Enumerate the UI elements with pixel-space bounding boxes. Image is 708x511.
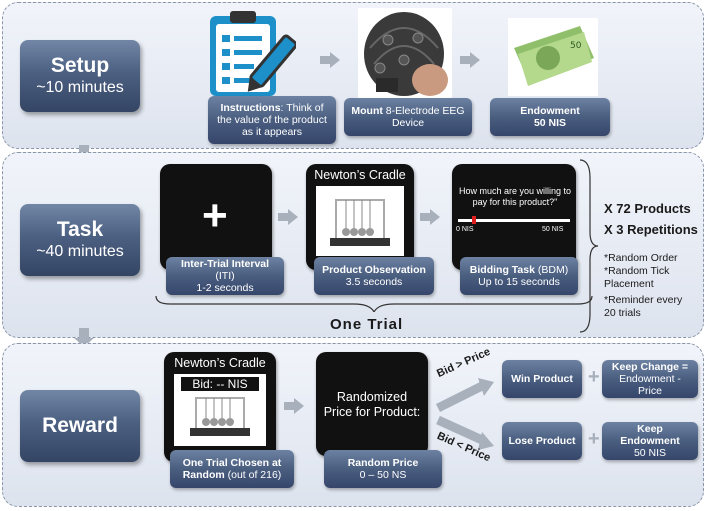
products-count: X 72 Products [604, 201, 691, 216]
keep-endowment-title: Keep Endowment [620, 423, 680, 447]
chosen-trial-label: One Trial Chosen at Random [182, 457, 282, 481]
reward-title: Reward [42, 414, 118, 437]
bidding-abbr: (BDM) [534, 264, 569, 276]
one-trial-bracket [154, 295, 594, 314]
iti-caption: Inter-Trial Interval (ITI) 1-2 seconds [166, 257, 284, 295]
instructions-caption: Instructions: Think of the value of the … [208, 96, 336, 144]
keep-endowment-value: 50 NIS [633, 447, 667, 459]
mount-caption: Mount 8-Electrode EEG Device [344, 98, 472, 136]
random-price-caption: Random Price 0 – 50 NS [324, 450, 442, 488]
setup-stage-box: Setup ~10 minutes [20, 40, 140, 112]
setup-duration: ~10 minutes [36, 79, 124, 96]
plus-icon: + [588, 366, 600, 388]
plus-icon: + [588, 428, 600, 450]
lose-product-box: Lose Product [502, 422, 582, 460]
iti-abbr: (ITI) [215, 270, 235, 282]
newtons-cradle-image [316, 186, 404, 256]
banknote-image: 50 [508, 18, 598, 96]
keep-change-title: Keep Change = [611, 361, 689, 373]
price-screen-text: Randomized Price for Product: [323, 390, 421, 419]
bidding-screen: How much are you willing to pay for this… [452, 164, 576, 270]
arrow-right-icon [320, 52, 340, 68]
bidding-time: Up to 15 seconds [478, 276, 560, 288]
note-random-order: *Random Order [604, 252, 678, 264]
observation-time: 3.5 seconds [345, 276, 403, 288]
bid-scale-line [458, 219, 570, 222]
repetition-brace [578, 158, 599, 334]
setup-title: Setup [50, 54, 110, 77]
fixation-cross-icon: + [202, 191, 228, 240]
instructions-label: Instructions [220, 102, 281, 114]
iti-label: Inter-Trial Interval [180, 258, 270, 270]
note-random-tick: *Random Tick Placement [604, 265, 670, 290]
arrow-right-icon [420, 209, 440, 225]
mount-label: Mount [351, 105, 383, 117]
scale-max-label: 50 NIS [542, 226, 564, 233]
arrow-right-icon [460, 52, 480, 68]
chosen-trial-count: (out of 216) [224, 469, 282, 481]
mount-text: 8-Electrode EEG Device [382, 105, 465, 129]
eeg-headset-image [358, 8, 452, 100]
chosen-trial-caption: One Trial Chosen at Random (out of 216) [170, 450, 294, 488]
bid-display: Bid: -- NIS [180, 376, 260, 392]
observation-label: Product Observation [322, 264, 426, 276]
one-trial-label: One Trial [330, 316, 404, 333]
keep-change-formula: Endowment - Price [619, 373, 681, 397]
clipboard-icon [200, 8, 298, 100]
scale-min-label: 0 NIS [456, 226, 474, 233]
random-price-title: Random Price [347, 457, 419, 469]
price-screen: Randomized Price for Product: [316, 352, 428, 456]
task-duration: ~40 minutes [36, 243, 124, 260]
iti-screen: + [160, 164, 272, 270]
win-product-label: Win Product [511, 373, 573, 385]
instructions-text: : Think of the value of the product as i… [217, 102, 327, 138]
chosen-trial-screen: Newton’s Cradle Bid: -- NIS [164, 352, 276, 462]
lose-product-label: Lose Product [508, 435, 576, 447]
arrow-right-icon [278, 209, 298, 225]
bid-tick [472, 216, 476, 224]
iti-time: 1-2 seconds [196, 282, 254, 294]
endowment-value: 50 NIS [533, 117, 567, 129]
endowment-title: Endowment [520, 105, 580, 117]
arrow-right-icon [284, 398, 304, 414]
bidding-label: Bidding Task [469, 264, 535, 276]
branch-arrows [435, 378, 496, 458]
random-price-range: 0 – 50 NS [359, 469, 407, 481]
endowment-caption: Endowment 50 NIS [490, 98, 610, 136]
product-title: Newton’s Cradle [314, 168, 406, 182]
reward-product-title: Newton’s Cradle [174, 356, 266, 370]
svg-text:50: 50 [570, 41, 582, 51]
keep-endowment-box: Keep Endowment 50 NIS [602, 422, 698, 460]
keep-change-box: Keep Change = Endowment - Price [602, 360, 698, 398]
task-stage-box: Task ~40 minutes [20, 204, 140, 276]
bid-question: How much are you willing to pay for this… [458, 186, 572, 207]
win-product-box: Win Product [502, 360, 582, 398]
product-screen: Newton’s Cradle [306, 164, 414, 270]
observation-caption: Product Observation 3.5 seconds [314, 257, 434, 295]
arrow-down-icon [74, 328, 94, 347]
repetitions-count: X 3 Repetitions [604, 222, 698, 237]
reward-stage-box: Reward [20, 390, 140, 462]
note-reminder: *Reminder every 20 trials [604, 294, 683, 319]
bidding-caption: Bidding Task (BDM) Up to 15 seconds [460, 257, 578, 295]
task-title: Task [56, 218, 104, 241]
